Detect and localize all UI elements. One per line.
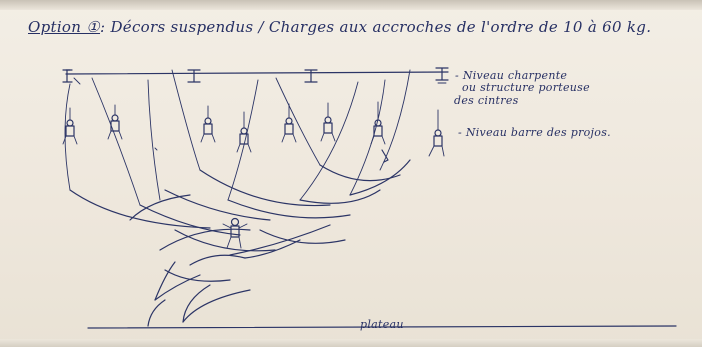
load-figure xyxy=(370,101,386,145)
hanging-loads xyxy=(62,101,445,249)
sketch-title: Option ①: Décors suspendus / Charges aux… xyxy=(28,18,651,36)
stage-floor-line xyxy=(87,325,677,329)
title-text: : Décors suspendus / Charges aux accroch… xyxy=(100,18,652,36)
option-label: Option ① xyxy=(28,18,101,36)
load-figure xyxy=(107,104,123,140)
rope-fan xyxy=(69,159,411,327)
charpente-label-1: - Niveau charpente xyxy=(455,69,568,82)
load-figure xyxy=(62,107,78,145)
suspension-wires xyxy=(64,69,411,206)
paper-edge-top xyxy=(0,0,702,10)
perche-label: - Niveau barre des projos. xyxy=(458,126,611,139)
load-figure xyxy=(320,102,336,142)
plateau-label: plateau xyxy=(360,318,404,331)
charpente-label-3: des cintres xyxy=(454,94,519,107)
paper-edge-bottom xyxy=(0,339,702,347)
charpente-label-2: ou structure porteuse xyxy=(462,81,590,94)
load-figure xyxy=(200,105,216,143)
central-figure xyxy=(222,217,248,249)
load-figure xyxy=(428,109,445,157)
load-figure xyxy=(281,103,297,143)
truss-beam xyxy=(62,67,449,85)
load-figure xyxy=(236,111,252,153)
